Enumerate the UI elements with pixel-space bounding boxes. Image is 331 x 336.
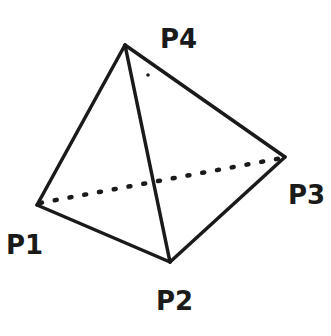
edge-line — [125, 45, 285, 157]
vertex-label: P3 — [288, 182, 325, 208]
edge-line — [125, 45, 170, 262]
hidden-edge-line — [40, 158, 282, 203]
edge-line — [37, 45, 125, 205]
vertex-label: P2 — [156, 288, 193, 314]
vertex-label: P4 — [160, 26, 197, 52]
vertex-label: P1 — [6, 232, 43, 258]
pen-dot — [146, 73, 150, 77]
edge-line — [170, 157, 285, 262]
edge-line — [37, 205, 170, 262]
